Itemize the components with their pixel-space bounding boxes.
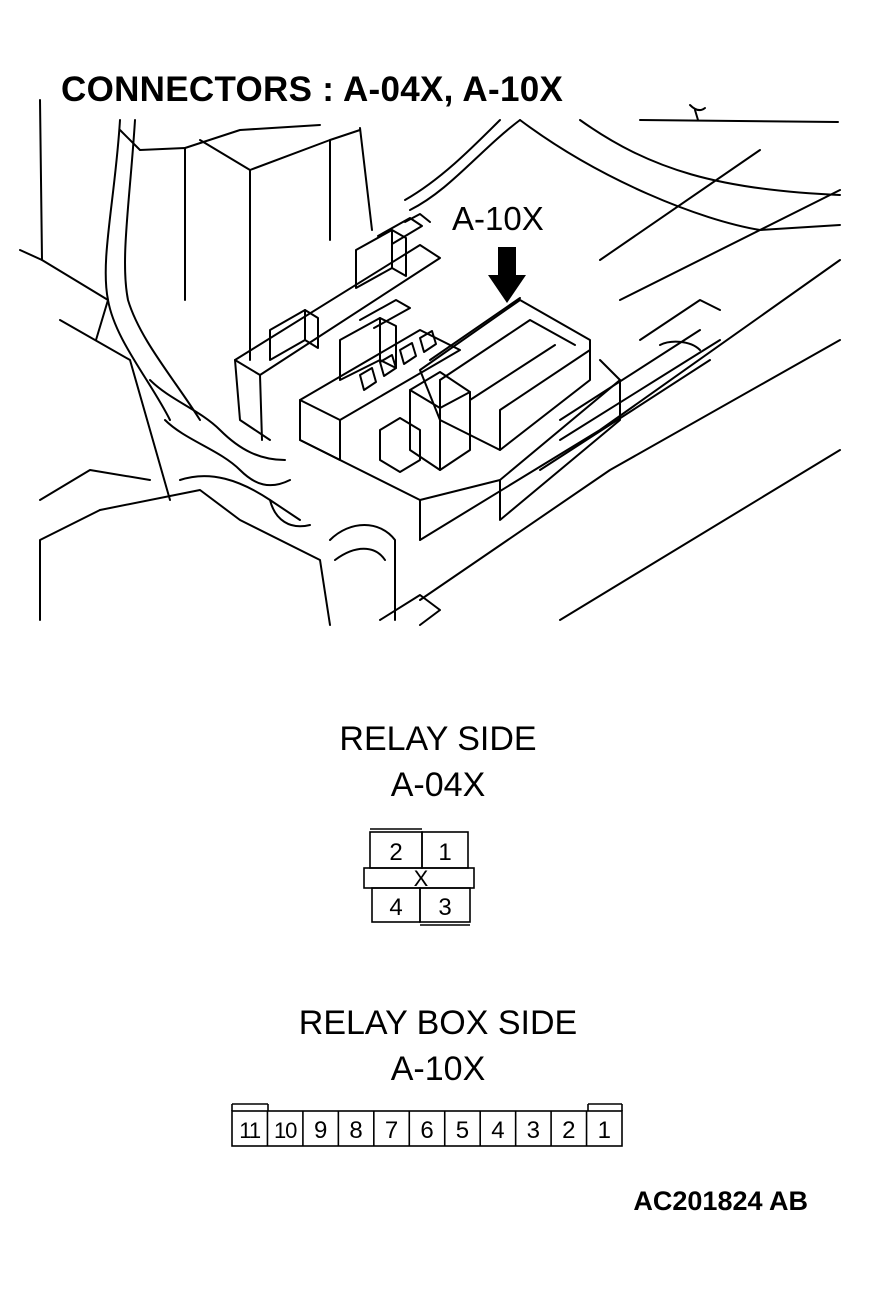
a10x-pin-1: 1: [598, 1117, 611, 1144]
a10x-pin-7: 7: [385, 1117, 398, 1144]
relay-box-illustration: [19, 99, 841, 626]
relay-side-label: RELAY SIDE: [339, 720, 537, 758]
a10x-pin-8: 8: [349, 1117, 362, 1144]
a10x-pin-9: 9: [314, 1117, 327, 1144]
a04x-pin-2: 2: [389, 839, 402, 866]
a10x-pin-6: 6: [420, 1117, 433, 1144]
a04x-pin-1: 1: [438, 839, 451, 866]
relay-box-side-heading: RELAY BOX SIDE A-10X: [0, 1000, 876, 1092]
a10x-pin-3: 3: [527, 1117, 540, 1144]
a04x-pin-3: 3: [438, 894, 451, 921]
a10x-pin-11: 11: [239, 1118, 261, 1143]
a10x-pin-2: 2: [562, 1117, 575, 1144]
a04x-lock-band: [363, 867, 475, 889]
relay-side-heading: RELAY SIDE A-04X: [0, 716, 876, 808]
a10x-pin-5: 5: [456, 1117, 469, 1144]
a10x-pin-10: 10: [274, 1118, 297, 1143]
a04x-cavity-1: [421, 831, 469, 869]
a04x-cavity-3: [419, 887, 471, 923]
a04x-cavity-4: [371, 887, 421, 923]
a10x-body-outline: [231, 1110, 623, 1147]
a04x-center-mark: X: [414, 866, 429, 891]
a04x-pin-4: 4: [389, 894, 402, 921]
figure-code: AC201824 AB: [633, 1186, 808, 1216]
a04x-cavity-2: [369, 831, 423, 869]
figure-title: CONNECTORS : A-04X, A-10X: [61, 70, 564, 109]
relay-side-connector-id: A-04X: [390, 766, 486, 804]
relay-box-side-label: RELAY BOX SIDE: [298, 1004, 578, 1042]
relay-box-side-connector-id: A-10X: [390, 1050, 486, 1088]
a10x-pin-4: 4: [491, 1117, 504, 1144]
callout-label-a10x: A-10X: [452, 200, 544, 237]
